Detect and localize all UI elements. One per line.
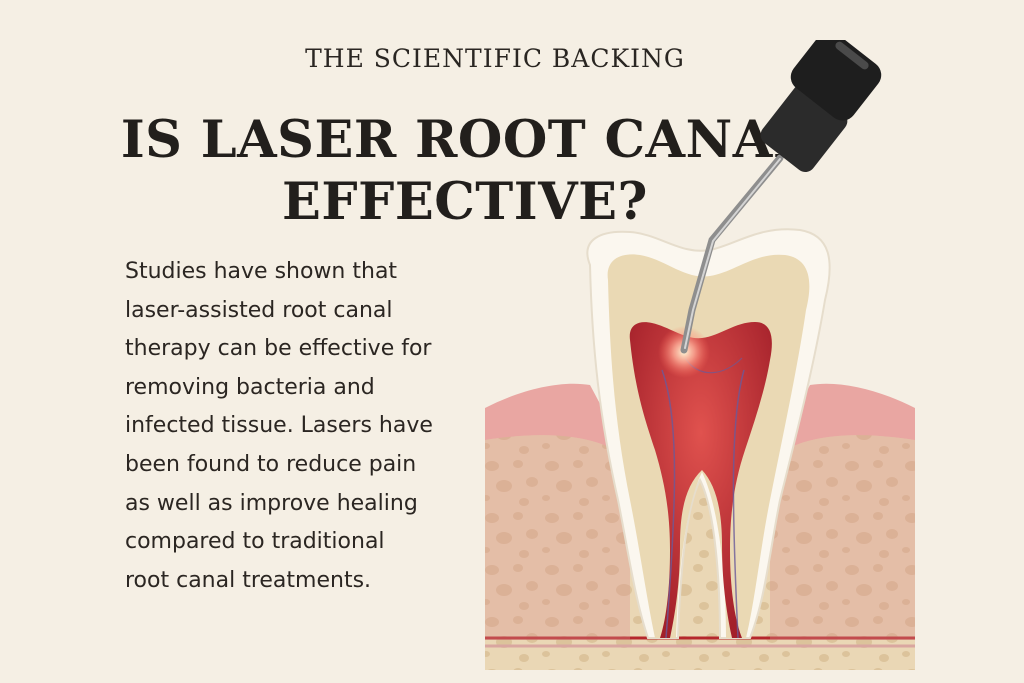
eyebrow-title: THE SCIENTIFIC BACKING [305, 44, 685, 73]
body-paragraph: Studies have shown that laser-assisted r… [125, 253, 505, 600]
headline-line-1: IS LASER ROOT CANAL [120, 110, 810, 170]
gum-left [485, 383, 630, 460]
body-line: Studies have shown that [125, 259, 398, 284]
headline-line-2: EFFECTIVE? [282, 172, 648, 232]
body-line: removing bacteria and [125, 374, 375, 400]
body-line: as well as improve healing [125, 490, 418, 516]
body-line: laser-assisted root canal [125, 297, 393, 323]
body-line: root canal treatments. [125, 567, 372, 593]
body-line: therapy can be effective for [125, 336, 432, 362]
laser-probe-icon [680, 40, 882, 354]
pulp-chamber [629, 322, 772, 638]
body-line: infected tissue. Lasers have [125, 413, 433, 439]
tooth-cross-section-illustration [485, 40, 915, 670]
gum-right [770, 383, 915, 460]
body-line: compared to traditional [125, 529, 385, 555]
body-line: been found to reduce pain [125, 451, 417, 477]
